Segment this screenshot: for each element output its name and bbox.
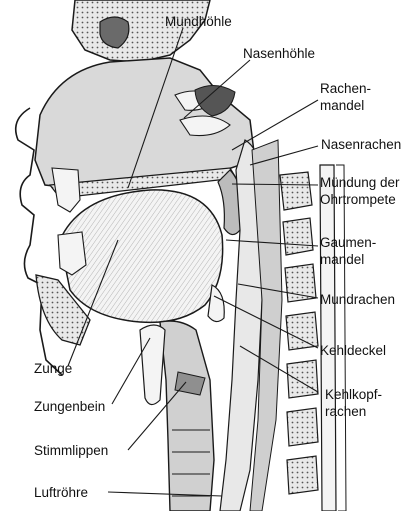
label-zungenbein: Zungenbein [34, 398, 105, 415]
label-gaumenmandel-line1: Gaumen- [320, 234, 376, 251]
label-mundhoehle: Mundhöhle [165, 13, 232, 30]
hyoid-bone [140, 325, 165, 405]
label-nasenrachen: Nasenrachen [321, 136, 401, 153]
label-rachenmandel-line1: Rachen- [320, 80, 371, 97]
label-kehlkopfrachen-line2: rachen [325, 403, 366, 420]
lower-teeth [58, 232, 86, 275]
label-muendung-line1: Mündung der [320, 174, 400, 191]
label-luftroehre: Luftröhre [34, 484, 88, 501]
spinal-cord [320, 165, 336, 511]
spinal-cord-edge [336, 165, 346, 511]
label-rachenmandel-line2: mandel [320, 97, 364, 114]
label-nasenhoehle: Nasenhöhle [243, 45, 315, 62]
label-gaumenmandel-line2: mandel [320, 251, 364, 268]
cervical-spine [280, 172, 318, 494]
label-mundrachen: Mundrachen [320, 291, 395, 308]
skull-base [72, 0, 210, 62]
larynx [160, 321, 214, 511]
label-kehlkopfrachen-line1: Kehlkopf- [325, 386, 382, 403]
upper-teeth [52, 168, 80, 212]
label-kehldeckel: Kehldeckel [320, 342, 386, 359]
label-muendung-line2: Ohrtrompete [320, 191, 396, 208]
label-zunge: Zunge [34, 360, 72, 377]
label-stimmlippen: Stimmlippen [34, 442, 108, 459]
